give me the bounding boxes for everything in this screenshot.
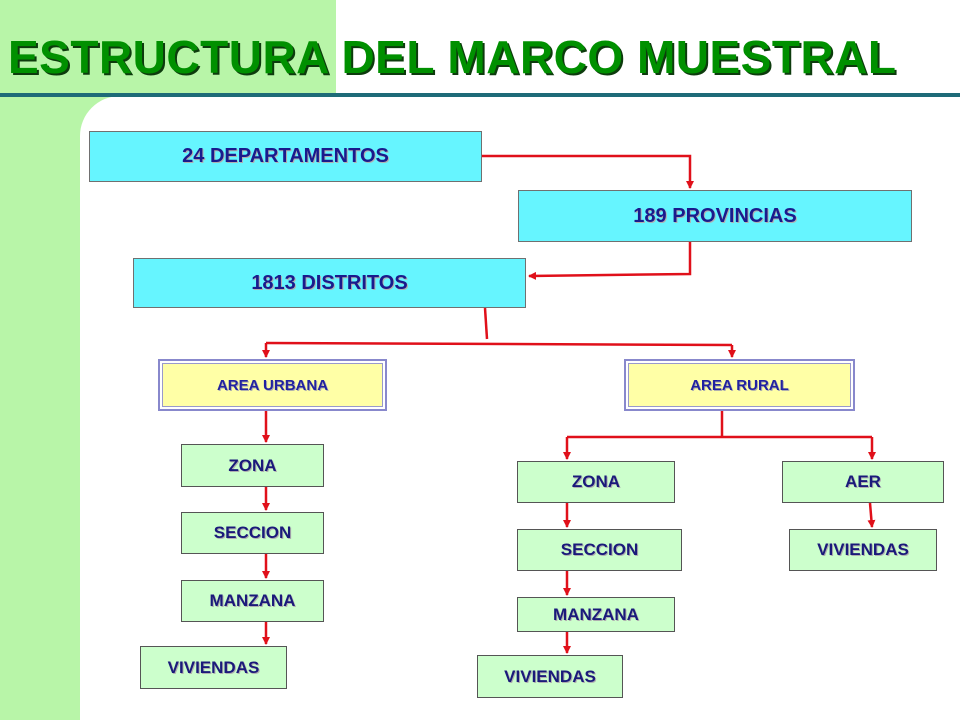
connector-prov-dist [528, 242, 692, 280]
connector-split-bar [265, 341, 733, 347]
connector-dist-split [483, 307, 489, 340]
node-rural-manzana: MANZANA [517, 597, 675, 632]
title-underline [0, 93, 960, 97]
node-departamentos: 24 DEPARTAMENTOS [89, 131, 482, 182]
node-urbana-viviendas: VIVIENDAS [140, 646, 287, 689]
node-provincias: 189 PROVINCIAS [518, 190, 912, 242]
node-urbana-zona: ZONA [181, 444, 324, 487]
node-urbana-manzana-label: MANZANA [209, 591, 296, 610]
node-rural-zona: ZONA [517, 461, 675, 503]
decor-corner [80, 96, 120, 136]
node-area-rural: AREA RURAL [624, 359, 855, 411]
node-aer-viviendas-label: VIVIENDAS [817, 540, 909, 559]
node-area-urbana-label: AREA URBANA [216, 376, 329, 394]
top-decor-band [0, 0, 336, 96]
node-rural-manzana-label: MANZANA [553, 604, 639, 624]
node-aer-viviendas: VIVIENDAS [789, 529, 937, 571]
node-area-urbana: AREA URBANA [158, 359, 387, 411]
node-rural-viviendas: VIVIENDAS [477, 655, 623, 698]
node-urbana-manzana: MANZANA [181, 580, 324, 622]
node-area-rural-label: AREA RURAL [690, 376, 789, 394]
connector-aer-aviviendas [867, 502, 876, 528]
node-departamentos-label: 24 DEPARTAMENTOS [182, 145, 389, 167]
node-aer: AER [782, 461, 944, 503]
connector-dep-prov [482, 154, 694, 189]
node-rural-seccion-label: SECCION [560, 540, 639, 559]
node-rural-seccion: SECCION [517, 529, 682, 571]
node-urbana-seccion-label: SECCION [213, 523, 292, 542]
node-rural-viviendas-label: VIVIENDAS [504, 666, 596, 686]
node-urbana-viviendas-label: VIVIENDAS [167, 657, 260, 677]
node-distritos-label: 1813 DISTRITOS [251, 271, 408, 294]
left-decor-band [0, 0, 80, 720]
node-aer-label: AER [845, 472, 881, 491]
node-distritos: 1813 DISTRITOS [133, 258, 526, 308]
node-rural-zona-label: ZONA [571, 472, 621, 491]
node-urbana-zona-label: ZONA [228, 455, 277, 475]
node-provincias-label: 189 PROVINCIAS [633, 204, 797, 227]
page-title: ESTRUCTURA DEL MARCO MUESTRAL [8, 31, 897, 83]
node-urbana-seccion: SECCION [181, 512, 324, 554]
